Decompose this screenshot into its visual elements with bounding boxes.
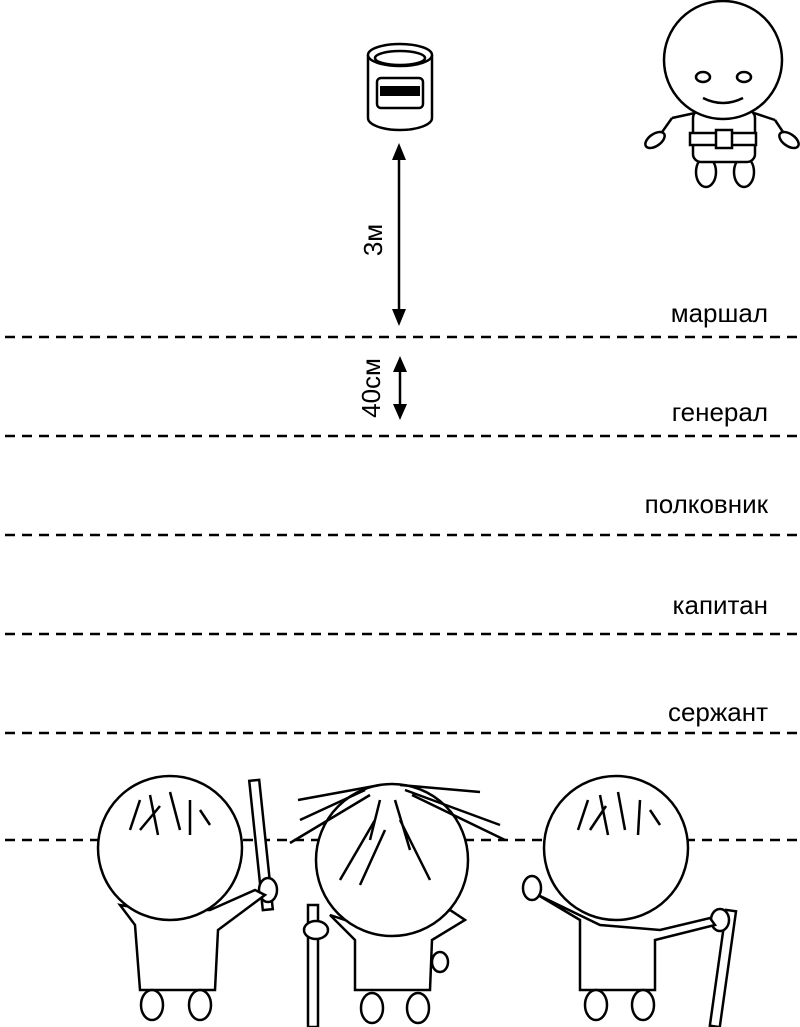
character-right — [521, 774, 738, 1027]
character-left — [96, 774, 279, 1022]
character-middle — [289, 782, 506, 1027]
character-top — [644, 0, 800, 189]
label-colonel: полковник — [645, 489, 769, 519]
label-general: генерал — [672, 397, 768, 427]
label-marshal: маршал — [671, 298, 768, 328]
can-icon — [366, 42, 434, 132]
spacing-label: 40см — [356, 358, 386, 418]
distance-label: 3м — [358, 224, 388, 256]
spacing-arrow — [393, 356, 407, 420]
distance-arrow — [392, 143, 406, 326]
label-captain: капитан — [673, 590, 768, 620]
label-sergeant: сержант — [668, 697, 768, 727]
